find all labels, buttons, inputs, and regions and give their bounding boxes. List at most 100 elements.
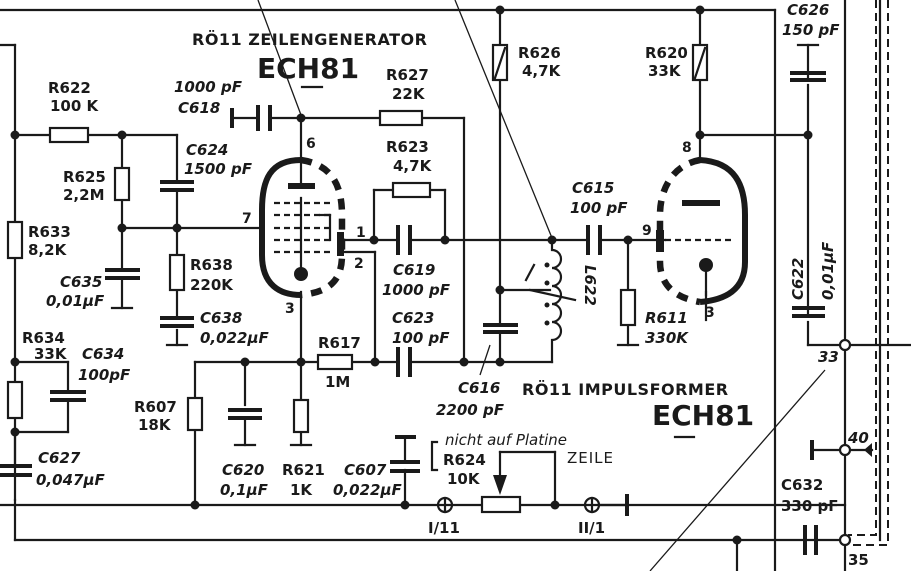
label-r633-value: 8,2K: [28, 241, 68, 259]
capacitor-c619: [396, 225, 412, 255]
pin-1: 1: [356, 225, 366, 241]
label-c607-ref: C607: [344, 461, 387, 479]
tube-type-impulsformer: ECH81: [652, 399, 754, 432]
potentiometer-r624: [480, 495, 522, 514]
capacitors: [0, 71, 826, 555]
label-r611-value: 330K: [645, 329, 689, 347]
label-r620-ref: R620: [645, 44, 688, 62]
resistor-r617: [316, 353, 354, 371]
label-c623-value: 100 pF: [392, 329, 450, 347]
capacitor-c616: [483, 323, 518, 334]
label-c615-value: 100 pF: [570, 199, 628, 217]
label-c635-value: 0,01µF: [46, 292, 105, 310]
connector-label-40: 40: [847, 429, 869, 447]
label-c626-value: 150 pF: [782, 21, 840, 39]
capacitor-c620: [228, 408, 262, 420]
capacitor-c632: [803, 525, 818, 555]
label-r634-ref: R634: [22, 329, 65, 347]
test-point-i-11: [436, 496, 454, 514]
label-r620-value: 33K: [648, 62, 682, 80]
label-c607-value: 0,022µF: [333, 481, 402, 499]
label-c622-value: 0,01µF: [819, 241, 837, 300]
label-r617-ref: R617: [318, 334, 361, 352]
resistor-r625: [113, 166, 131, 202]
label-c622-ref: C622: [789, 258, 807, 300]
capacitor-c635: [105, 268, 140, 280]
pin-3-generator: 3: [285, 301, 295, 317]
capacitor-c618: [230, 105, 272, 131]
label-r622-ref: R622: [48, 79, 91, 97]
resistor-r634: [6, 380, 24, 420]
resistor-r607: [186, 396, 204, 432]
label-c632-ref: C632: [781, 476, 823, 494]
label-c620-ref: C620: [222, 461, 264, 479]
pin-2: 2: [354, 256, 364, 272]
label-r623-value: 4,7K: [393, 157, 433, 175]
label-r626-value: 4,7K: [522, 62, 562, 80]
label-c635-ref: C635: [60, 273, 102, 291]
resistor-r611: [619, 288, 637, 327]
capacitor-c627: [0, 430, 32, 477]
connector-33: [838, 338, 852, 352]
capacitor-c626: [790, 71, 826, 82]
label-r624-ref: R624: [443, 451, 486, 469]
bracket: [430, 440, 439, 472]
capacitor-c607: [390, 460, 420, 473]
capacitor-c622: [792, 306, 825, 318]
test-point-label-ii-1: II/1: [578, 519, 605, 537]
label-r621-ref: R621: [282, 461, 325, 479]
resistor-r627: [378, 109, 424, 127]
resistor-r633: [6, 220, 24, 260]
pin-9: 9: [642, 223, 652, 239]
note-not-on-board: nicht auf Platine: [445, 431, 567, 449]
label-l622-ref: L622: [581, 265, 599, 306]
label-c624-ref: C624: [186, 141, 228, 159]
pin-3-impulsformer: 3: [705, 305, 715, 321]
label-r627-value: 22K: [392, 85, 426, 103]
resistors: [6, 43, 709, 514]
label-c618-ref: C618: [178, 99, 220, 117]
label-r624-value: 10K: [447, 470, 481, 488]
section-title-impulsformer: RÖ11 IMPULSFORMER: [522, 380, 729, 399]
capacitor-c615: [586, 225, 602, 255]
capacitor-c634: [50, 390, 86, 402]
label-r633-ref: R633: [28, 223, 71, 241]
test-point-ii-1: [583, 496, 601, 514]
arrow-icon: [864, 443, 872, 457]
label-r638-value: 220K: [190, 276, 234, 294]
resistor-r621: [292, 398, 310, 434]
tube-ech81-impulsformer: [656, 156, 748, 306]
label-r611-ref: R611: [645, 309, 688, 327]
label-c618-value: 1000 pF: [174, 78, 243, 96]
connector-35: [838, 533, 852, 547]
label-r622-value: 100 K: [50, 97, 100, 115]
pin-8: 8: [682, 140, 692, 156]
label-c620-value: 0,1µF: [220, 481, 269, 499]
label-c616-ref: C616: [458, 379, 500, 397]
label-r627-ref: R627: [386, 66, 429, 84]
label-c619-ref: C619: [393, 261, 435, 279]
resistor-r622: [48, 126, 90, 144]
label-r617-value: 1M: [325, 373, 350, 391]
label-c624-value: 1500 pF: [184, 160, 253, 178]
capacitor-c638: [160, 316, 194, 328]
junctions: [10, 5, 852, 547]
label-r634-value: 33K: [34, 345, 68, 363]
label-c627-ref: C627: [38, 449, 81, 467]
pin-6: 6: [306, 136, 316, 152]
label-r607-value: 18K: [138, 416, 172, 434]
section-title-generator: RÖ11 ZEILENGENERATOR: [192, 30, 427, 49]
label-r638-ref: R638: [190, 256, 233, 274]
resistor-r623: [391, 181, 432, 199]
label-r625-value: 2,2M: [63, 186, 105, 204]
label-c615-ref: C615: [572, 179, 614, 197]
label-c627-value: 0,047µF: [36, 471, 105, 489]
label-c623-ref: C623: [392, 309, 434, 327]
tube-type-generator: ECH81: [257, 52, 359, 85]
label-r626-ref: R626: [518, 44, 561, 62]
label-c626-ref: C626: [787, 1, 829, 19]
pin-7: 7: [242, 211, 252, 227]
label-c634-ref: C634: [82, 345, 124, 363]
